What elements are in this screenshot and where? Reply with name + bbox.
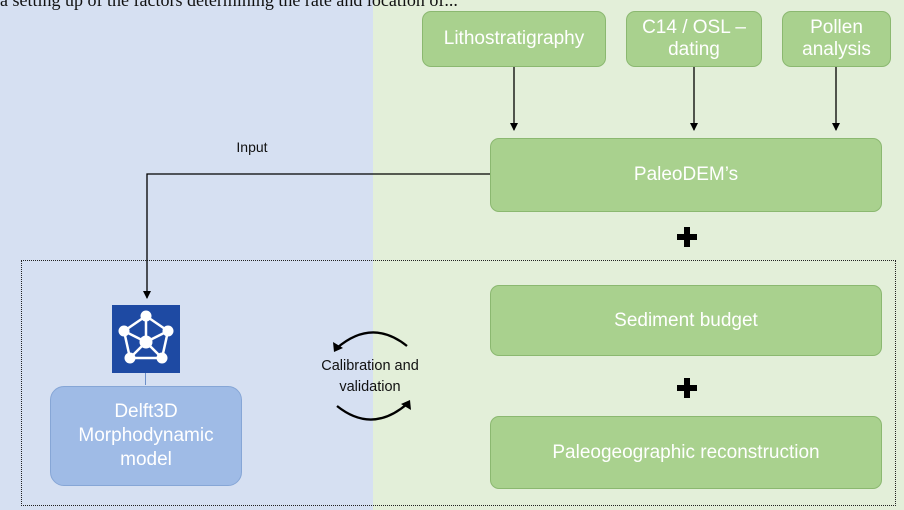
pollen-analysis-label: Pollen analysis — [802, 17, 871, 60]
plus-icon — [677, 227, 697, 247]
model-label-line-1: Delft3D — [114, 401, 178, 422]
dating-label: C14 / OSL – dating — [642, 17, 746, 60]
paleogeographic-reconstruction-box: Paleogeographic reconstruction — [490, 416, 882, 489]
cropped-header-text: a setting up of the factors determining … — [0, 0, 458, 10]
plus-icon — [677, 378, 697, 398]
lithostratigraphy-label: Lithostratigraphy — [443, 28, 585, 49]
model-label-line-3: model — [120, 449, 172, 470]
calibration-validation-label: Calibration and validation — [321, 358, 419, 395]
circular-arrows-icon — [333, 331, 411, 421]
paleogeographic-reconstruction-label: Paleogeographic reconstruction — [552, 441, 820, 463]
model-label-line-2: Morphodynamic — [78, 425, 214, 446]
sediment-budget-box: Sediment budget — [490, 285, 882, 356]
input-label: Input — [236, 139, 268, 155]
lithostratigraphy-box: Lithostratigraphy — [422, 11, 606, 67]
icon-connector — [145, 373, 146, 385]
paleodem-box: PaleoDEM’s — [490, 138, 882, 212]
sediment-budget-label: Sediment budget — [614, 309, 758, 331]
pollen-analysis-box: Pollen analysis — [782, 11, 891, 67]
network-icon — [112, 305, 180, 373]
model-validation-group — [21, 260, 896, 506]
dating-box: C14 / OSL – dating — [626, 11, 762, 67]
paleodem-label: PaleoDEM’s — [633, 164, 739, 185]
delft3d-model-box: Delft3D Morphodynamic model — [50, 386, 242, 486]
